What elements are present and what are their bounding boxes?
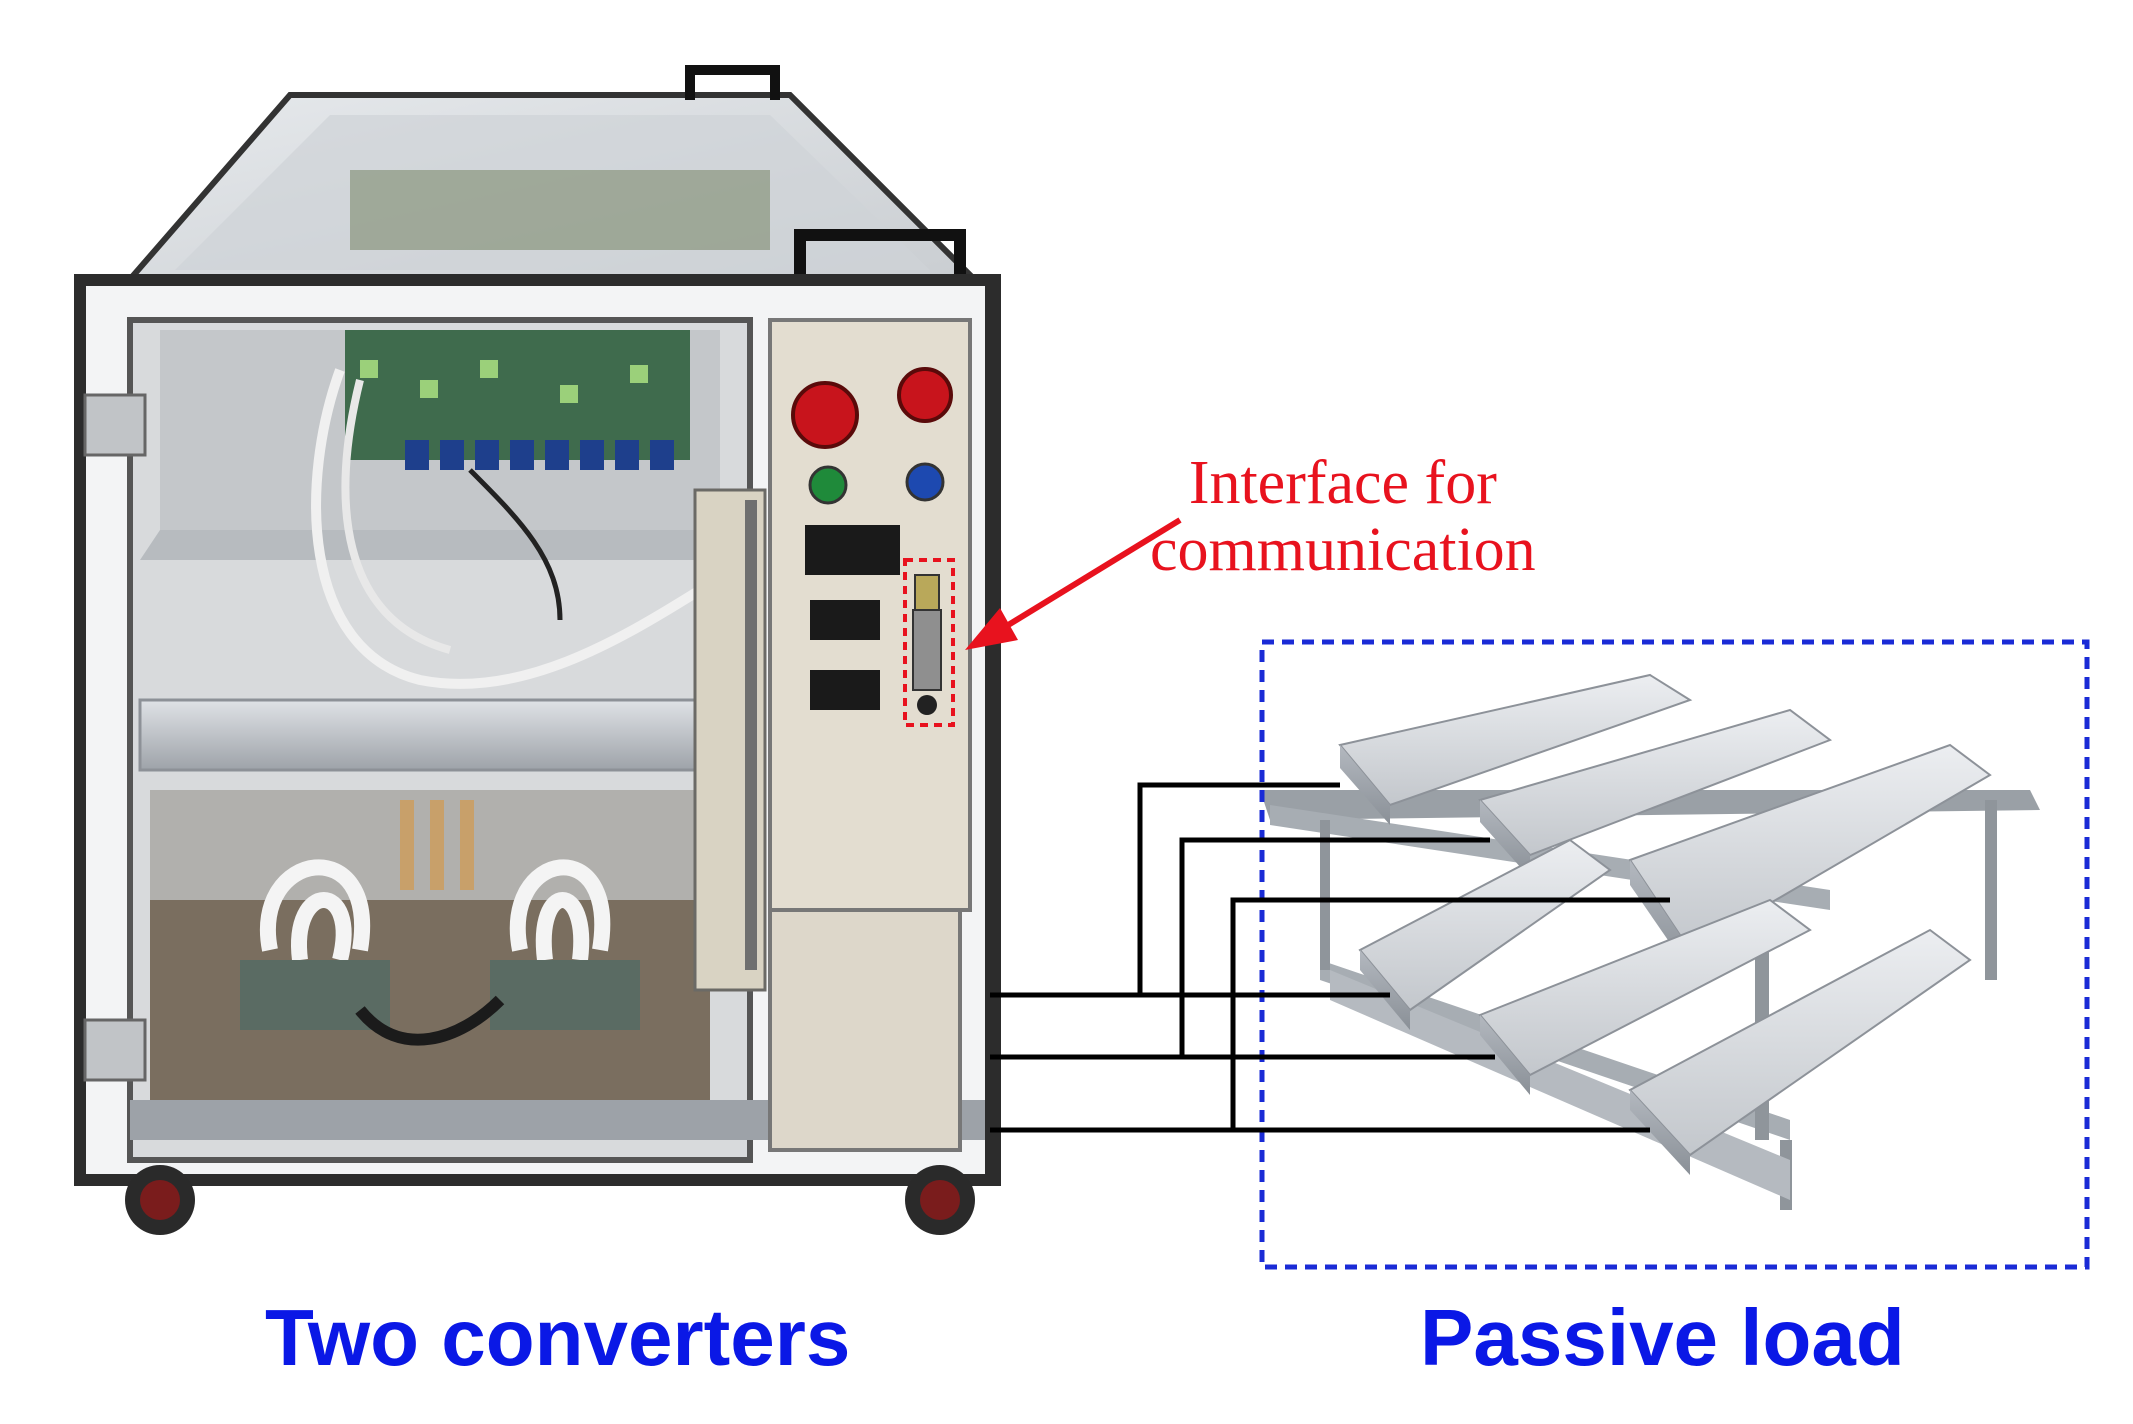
- interface-annotation-line2: communication: [1150, 515, 1536, 584]
- passive-load-rack: [1260, 673, 2040, 1210]
- interface-annotation: Interface for communication: [1150, 450, 1536, 584]
- converters-label: Two converters: [265, 1293, 851, 1382]
- passive-load-box: [1259, 639, 2090, 1270]
- connection-wires: [990, 782, 1670, 1133]
- interface-arrow: [965, 517, 1182, 650]
- passive-load-label: Passive load: [1420, 1293, 1905, 1382]
- converter-cabinet: [74, 65, 1001, 1235]
- interface-highlight-box: [903, 558, 955, 727]
- handle-front: [794, 229, 966, 280]
- interface-annotation-line1: Interface for: [1188, 449, 1497, 517]
- handle-rear: [685, 65, 780, 100]
